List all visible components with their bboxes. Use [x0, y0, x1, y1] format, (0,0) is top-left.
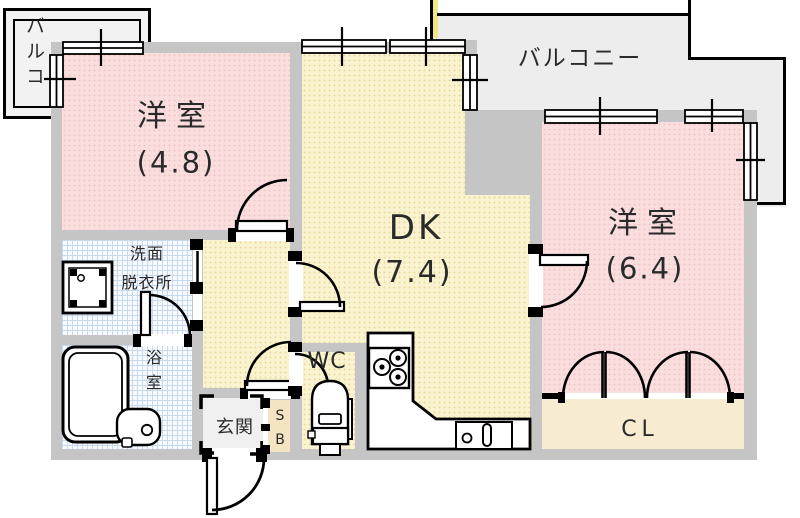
label-balcony-small: バルコ [23, 16, 45, 91]
door-entrance [202, 448, 267, 516]
door-western2 [528, 244, 590, 317]
kitchen-sink [455, 421, 513, 450]
label-balcony-main: バルコニー [517, 45, 643, 72]
label-wc: WC [307, 349, 347, 374]
label-washroom-1: 洗面 [129, 244, 165, 263]
door-bath [133, 290, 192, 347]
window-dk-right [462, 54, 478, 111]
label-washroom-2: 脱衣所 [121, 273, 173, 292]
label-western2-area: (6.4) [605, 251, 685, 286]
wall-wc-right [355, 352, 368, 449]
balcony-outline [430, 0, 786, 205]
label-western2: 洋室 [608, 206, 686, 241]
room-genkan [203, 398, 265, 455]
label-closet: CL [621, 417, 659, 442]
fixtures [61, 260, 532, 456]
label-bath: 浴室 [143, 349, 162, 399]
door-washroom-sliding [190, 239, 203, 331]
door-dk [288, 251, 346, 317]
bath-basin [115, 407, 162, 448]
stove [367, 346, 411, 390]
room-dk-top [302, 53, 465, 110]
doors [133, 178, 744, 516]
corridor [203, 240, 290, 388]
wall-wc-top [302, 343, 368, 352]
window-western2-right [743, 122, 758, 201]
bathtub [61, 345, 130, 444]
window-dk-top-2 [389, 39, 466, 54]
window-dk-top-1 [301, 39, 387, 54]
door-western1 [228, 178, 294, 242]
washing-machine [61, 260, 114, 315]
label-genkan: 玄関 [216, 417, 254, 438]
room-washroom [62, 240, 192, 335]
room-closet [542, 399, 744, 449]
label-western1: 洋室 [137, 99, 215, 134]
window-west-wall [49, 54, 64, 108]
label-western1-area: (4.8) [136, 145, 216, 180]
balcony-partition-strip [433, 0, 438, 38]
window-western2-top-2 [684, 109, 744, 124]
shoebox-jamb [261, 398, 270, 454]
wall-pier [463, 40, 477, 55]
label-shoebox-s: S [275, 408, 285, 424]
label-dk-area: (7.4) [371, 255, 453, 290]
room-shoebox [267, 400, 290, 452]
label-shoebox-b: B [275, 432, 285, 448]
room-western1 [62, 53, 290, 230]
closet-bifold-doors [542, 350, 744, 403]
label-dk: DK [388, 208, 444, 248]
window-western1-top [62, 41, 144, 55]
toilet [307, 379, 353, 456]
wall-notch [465, 110, 530, 195]
window-ticks [44, 27, 765, 162]
